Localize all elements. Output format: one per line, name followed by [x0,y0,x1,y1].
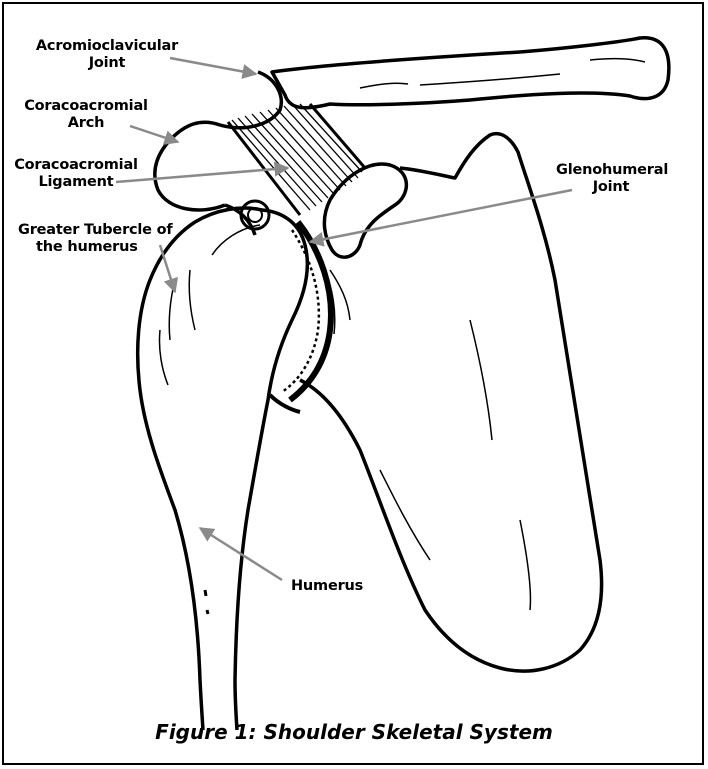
glenohumeral-arrow [310,190,572,242]
humerus-bone [138,201,308,730]
coracoacromial-ligament-fibers [228,104,365,215]
figure-caption: Figure 1: Shoulder Skeletal System [0,720,708,744]
clavicle [272,38,669,108]
label-coracoacromial-arch: Coracoacromial Arch [20,98,152,132]
label-coracoacromial-ligament: Coracoacromial Ligament [10,157,142,191]
coracoid-process [324,164,406,257]
label-acromioclavicular-joint: Acromioclavicular Joint [32,38,182,72]
label-glenohumeral-joint: Glenohumeral Joint [556,162,666,196]
glenoid-fossa [270,222,335,412]
acromioclavicular-arrow [170,58,256,74]
label-greater-tubercle: Greater Tubercle of the humerus [18,222,173,256]
label-humerus: Humerus [291,578,363,595]
